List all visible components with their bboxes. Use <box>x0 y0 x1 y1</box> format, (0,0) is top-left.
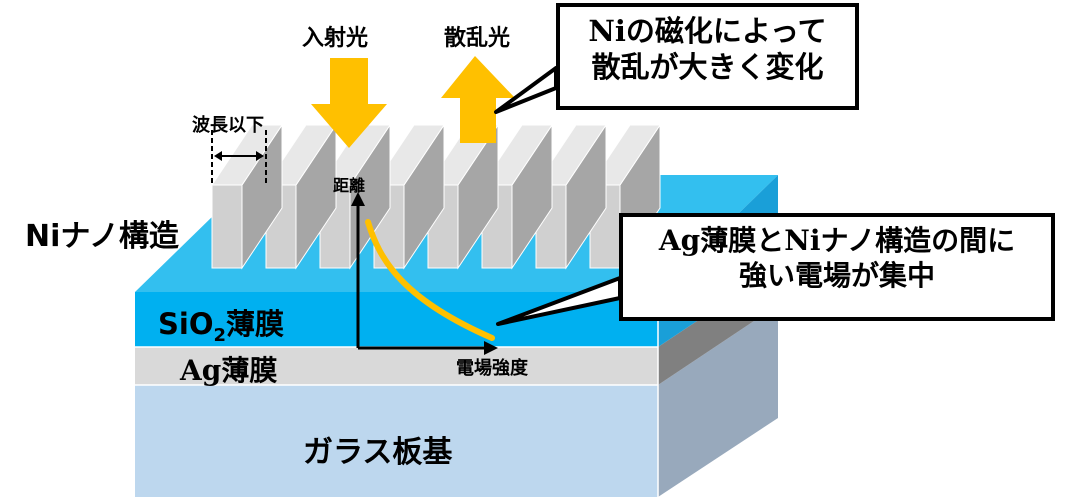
ni-nanostructure-label: Niナノ構造 <box>25 219 179 254</box>
ag-film-label: Ag薄膜 <box>180 349 277 389</box>
magnetization-text: の磁化によって <box>625 14 827 48</box>
field-distance-axes <box>351 192 498 355</box>
subwavelength-bracket <box>211 130 267 185</box>
field-concentration-callout-line1: Ag薄膜とNiナノ構造の間に <box>623 223 1051 258</box>
magnetization-callout: Niの磁化によって 散乱が大きく変化 <box>556 3 859 110</box>
ni-fin <box>373 123 445 270</box>
magnetization-callout-line2: 散乱が大きく変化 <box>591 50 824 85</box>
ni-text: Ni <box>784 224 821 257</box>
ag-label-suffix: 薄膜 <box>221 354 278 387</box>
incident-light-arrow-icon <box>311 58 387 148</box>
sio2-label-suffix: 薄膜 <box>226 307 285 341</box>
sio2-label-subscript: 2 <box>213 324 227 346</box>
sio2-film-label: SiO2薄膜 <box>158 301 284 346</box>
ni-fin <box>481 123 553 270</box>
ni-text: Ni <box>588 14 626 48</box>
glass-substrate-side <box>658 305 778 497</box>
distance-axis-label: 距離 <box>333 176 366 195</box>
glass-substrate-front <box>135 385 658 497</box>
thin-film-and-text: 薄膜と <box>700 224 785 257</box>
magnetization-callout-line1: Niの磁化によって <box>560 13 855 49</box>
scattered-light-arrow-icon <box>441 56 515 143</box>
field-concentration-callout: Ag薄膜とNiナノ構造の間に 強い電場が集中 <box>619 213 1055 321</box>
ni-nanostructure-fins <box>211 123 661 270</box>
field-strength-axis-label: 電場強度 <box>456 358 528 379</box>
field-strength-curve <box>365 219 495 341</box>
subwavelength-label: 波長以下 <box>192 115 264 136</box>
glass-substrate-label: ガラス板基 <box>303 435 453 470</box>
sio2-label-prefix: SiO <box>158 307 214 341</box>
ni-fin <box>319 123 391 270</box>
incident-light-label: 入射光 <box>302 26 369 51</box>
ag-film-front <box>135 347 658 385</box>
ag-text: Ag <box>658 224 701 257</box>
ag-label-prefix: Ag <box>180 354 222 387</box>
field-concentration-callout-line2: 強い電場が集中 <box>738 259 935 292</box>
nanostructure-between-text: ナノ構造の間に <box>820 224 1016 257</box>
scattered-light-label: 散乱光 <box>444 26 511 51</box>
